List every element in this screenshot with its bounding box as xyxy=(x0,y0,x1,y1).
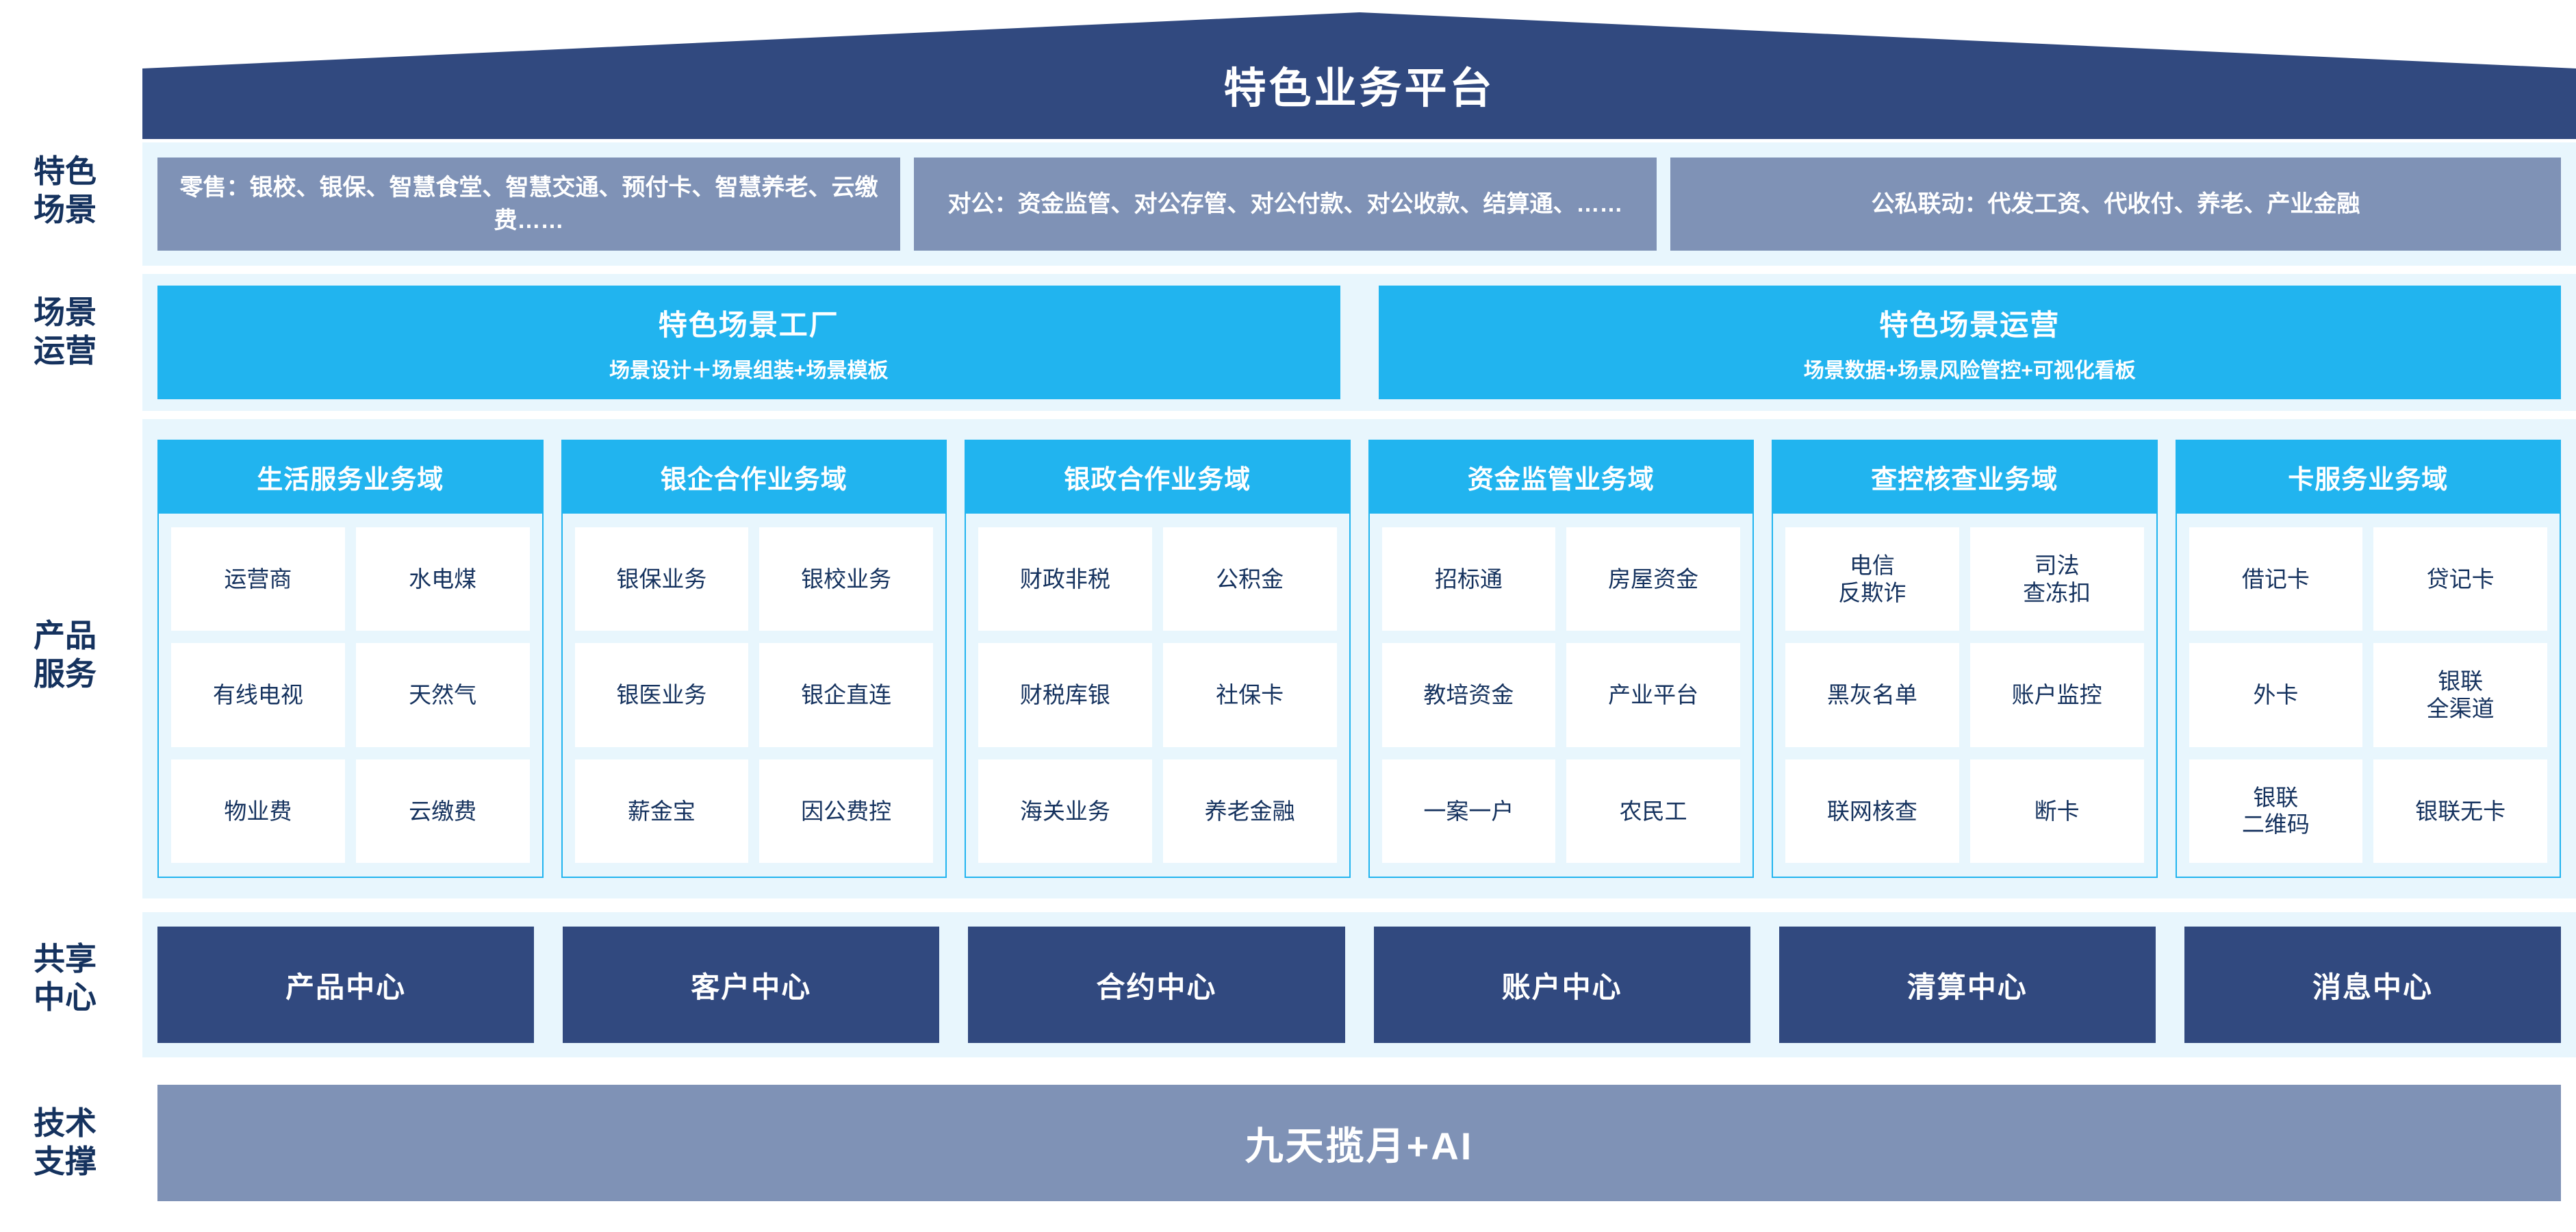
platform-roof-banner: 特色业务平台 xyxy=(142,12,2576,139)
page-title: 特色业务平台 xyxy=(1223,65,1495,112)
domain-header[interactable]: 查控核查业务域 xyxy=(1772,440,2158,514)
scenario-card-corporate[interactable]: 对公：资金监管、对公存管、对公付款、对公收款、结算通、…… xyxy=(914,158,1657,251)
shared-center-card[interactable]: 产品中心 xyxy=(157,927,535,1043)
product-item[interactable]: 外卡 xyxy=(2189,643,2363,747)
scene-operation-subtitle: 场景数据+场景风险管控+可视化看板 xyxy=(1803,359,2136,382)
scene-operation-card[interactable]: 特色场景运营 场景数据+场景风险管控+可视化看板 xyxy=(1378,286,2561,399)
product-item[interactable]: 社保卡 xyxy=(1162,643,1337,747)
product-item[interactable]: 农民工 xyxy=(1566,759,1740,863)
row-label-tech-support: 技术 支撑 xyxy=(34,1105,97,1180)
business-domain-column: 生活服务业务域 运营商 水电煤 有线电视 天然气 物业费 云缴费 xyxy=(157,440,544,878)
product-item[interactable]: 天然气 xyxy=(355,643,530,747)
shared-center-card[interactable]: 账户中心 xyxy=(1373,927,1750,1043)
shared-centers-band: 产品中心 客户中心 合约中心 账户中心 清算中心 消息中心 xyxy=(142,912,2576,1057)
domain-item-grid: 招标通 房屋资金 教培资金 产业平台 一案一户 农民工 xyxy=(1368,514,1754,878)
row-label-scene-operations: 场景 运营 xyxy=(34,294,97,369)
product-item[interactable]: 房屋资金 xyxy=(1566,527,1740,631)
domain-item-grid: 电信 反欺诈 司法 查冻扣 黑灰名单 账户监控 联网核查 断卡 xyxy=(1772,514,2158,878)
roof-shape-icon xyxy=(142,12,2576,139)
product-item[interactable]: 断卡 xyxy=(1969,759,2144,863)
scenario-band: 零售：银校、银保、智慧食堂、智慧交通、预付卡、智慧养老、云缴费…… 对公：资金监… xyxy=(142,142,2576,266)
business-domain-column: 银政合作业务域 财政非税 公积金 财税库银 社保卡 海关业务 养老金融 xyxy=(965,440,1351,878)
product-item[interactable]: 银联 全渠道 xyxy=(2373,643,2547,747)
tech-support-band: 九天揽月+AI xyxy=(142,1085,2576,1201)
product-item[interactable]: 账户监控 xyxy=(1969,643,2144,747)
product-item[interactable]: 公积金 xyxy=(1162,527,1337,631)
product-item[interactable]: 银联无卡 xyxy=(2373,759,2547,863)
product-item[interactable]: 黑灰名单 xyxy=(1785,643,1959,747)
scene-operations-band: 特色场景工厂 场景设计＋场景组装+场景模板 特色场景运营 场景数据+场景风险管控… xyxy=(142,274,2576,411)
domain-header[interactable]: 资金监管业务域 xyxy=(1368,440,1754,514)
product-item[interactable]: 有线电视 xyxy=(171,643,345,747)
product-item[interactable]: 水电煤 xyxy=(355,527,530,631)
product-item[interactable]: 银校业务 xyxy=(759,527,933,631)
scene-factory-card[interactable]: 特色场景工厂 场景设计＋场景组装+场景模板 xyxy=(157,286,1340,399)
domain-item-grid: 借记卡 贷记卡 外卡 银联 全渠道 银联 二维码 银联无卡 xyxy=(2175,514,2561,878)
shared-center-card[interactable]: 清算中心 xyxy=(1778,927,2156,1043)
shared-center-card[interactable]: 合约中心 xyxy=(968,927,1345,1043)
product-item[interactable]: 贷记卡 xyxy=(2373,527,2547,631)
product-item[interactable]: 银企直连 xyxy=(759,643,933,747)
domain-header[interactable]: 卡服务业务域 xyxy=(2175,440,2561,514)
product-item[interactable]: 薪金宝 xyxy=(574,759,749,863)
product-item[interactable]: 因公费控 xyxy=(759,759,933,863)
product-item[interactable]: 物业费 xyxy=(171,759,345,863)
business-domain-column: 查控核查业务域 电信 反欺诈 司法 查冻扣 黑灰名单 账户监控 联网核查 断卡 xyxy=(1772,440,2158,878)
domain-item-grid: 财政非税 公积金 财税库银 社保卡 海关业务 养老金融 xyxy=(965,514,1351,878)
scene-operation-title: 特色场景运营 xyxy=(1879,308,2061,341)
product-item[interactable]: 借记卡 xyxy=(2189,527,2363,631)
product-item[interactable]: 云缴费 xyxy=(355,759,530,863)
product-services-band: 生活服务业务域 运营商 水电煤 有线电视 天然气 物业费 云缴费 银企合作业务域… xyxy=(142,419,2576,898)
scene-factory-title: 特色场景工厂 xyxy=(658,308,839,341)
scene-factory-subtitle: 场景设计＋场景组装+场景模板 xyxy=(609,359,889,382)
product-item[interactable]: 银联 二维码 xyxy=(2189,759,2363,863)
product-item[interactable]: 财政非税 xyxy=(978,527,1152,631)
row-label-scenario: 特色 场景 xyxy=(34,153,97,228)
product-item[interactable]: 财税库银 xyxy=(978,643,1152,747)
domain-header[interactable]: 银政合作业务域 xyxy=(965,440,1351,514)
product-item[interactable]: 养老金融 xyxy=(1162,759,1337,863)
row-label-product-services: 产品 服务 xyxy=(34,618,97,692)
business-domain-column: 银企合作业务域 银保业务 银校业务 银医业务 银企直连 薪金宝 因公费控 xyxy=(561,440,947,878)
product-item[interactable]: 银保业务 xyxy=(574,527,749,631)
domain-header[interactable]: 生活服务业务域 xyxy=(157,440,544,514)
business-domain-column: 卡服务业务域 借记卡 贷记卡 外卡 银联 全渠道 银联 二维码 银联无卡 xyxy=(2175,440,2561,878)
business-domain-column: 资金监管业务域 招标通 房屋资金 教培资金 产业平台 一案一户 农民工 xyxy=(1368,440,1754,878)
shared-center-card[interactable]: 消息中心 xyxy=(2184,927,2562,1043)
product-item[interactable]: 司法 查冻扣 xyxy=(1969,527,2144,631)
shared-center-card[interactable]: 客户中心 xyxy=(563,927,940,1043)
domain-header[interactable]: 银企合作业务域 xyxy=(561,440,947,514)
product-item[interactable]: 联网核查 xyxy=(1785,759,1959,863)
product-item[interactable]: 海关业务 xyxy=(978,759,1152,863)
product-item[interactable]: 一案一户 xyxy=(1381,759,1556,863)
row-label-shared-centers: 共享 中心 xyxy=(34,941,97,1016)
scenario-card-public-private[interactable]: 公私联动：代发工资、代收付、养老、产业金融 xyxy=(1670,158,2561,251)
domain-item-grid: 银保业务 银校业务 银医业务 银企直连 薪金宝 因公费控 xyxy=(561,514,947,878)
scenario-card-retail[interactable]: 零售：银校、银保、智慧食堂、智慧交通、预付卡、智慧养老、云缴费…… xyxy=(157,158,900,251)
tech-support-bar[interactable]: 九天揽月+AI xyxy=(157,1085,2561,1201)
domain-item-grid: 运营商 水电煤 有线电视 天然气 物业费 云缴费 xyxy=(157,514,544,878)
product-item[interactable]: 电信 反欺诈 xyxy=(1785,527,1959,631)
product-item[interactable]: 招标通 xyxy=(1381,527,1556,631)
product-item[interactable]: 银医业务 xyxy=(574,643,749,747)
product-item[interactable]: 教培资金 xyxy=(1381,643,1556,747)
product-item[interactable]: 运营商 xyxy=(171,527,345,631)
product-item[interactable]: 产业平台 xyxy=(1566,643,1740,747)
